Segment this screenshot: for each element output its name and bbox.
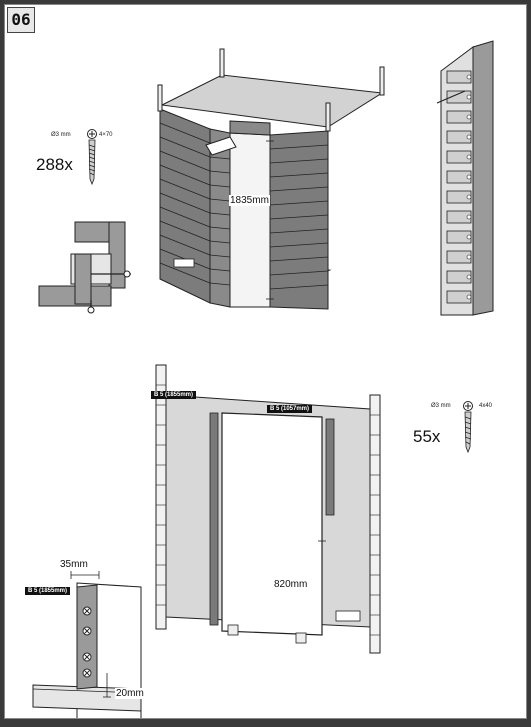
bottom-screw-quantity: 55x [413, 427, 441, 446]
bottom-left-post-tag: B 5 (1855mm) [151, 391, 197, 399]
top-height-dimension: 1835mm [229, 195, 270, 206]
bottom-top-beam-tag: B 5 (1057mm) [267, 405, 313, 413]
detail-offset-dimension: 20mm [115, 688, 145, 699]
step-number-badge: 06 [7, 7, 35, 33]
bottom-screw-size-label: 4x40 [479, 403, 493, 409]
front-wall-door-frame [155, 364, 381, 654]
top-screw-quantity: 288x [36, 155, 73, 174]
bottom-screw-diameter-label: Ø3 mm [431, 403, 451, 409]
detail-post-tag: B 5 (1855mm) [25, 587, 71, 595]
cabin-wall-assembly [157, 48, 385, 310]
bottom-screw-icon [463, 401, 473, 454]
detail-width-dimension: 35mm [59, 559, 89, 570]
top-screw-diameter-label: Ø3 mm [51, 132, 71, 138]
corner-joint-detail [38, 221, 131, 314]
page-bottom-bar [0, 719, 531, 727]
instruction-page: 06 Ø3 mm 4×70 288x [4, 4, 527, 719]
bottom-height-dimension: 820mm [273, 579, 309, 590]
top-screw-size-label: 4×70 [99, 132, 113, 138]
side-panel-screw-pattern [436, 40, 494, 316]
top-screw-icon [87, 129, 97, 186]
post-attachment-detail [32, 571, 142, 718]
